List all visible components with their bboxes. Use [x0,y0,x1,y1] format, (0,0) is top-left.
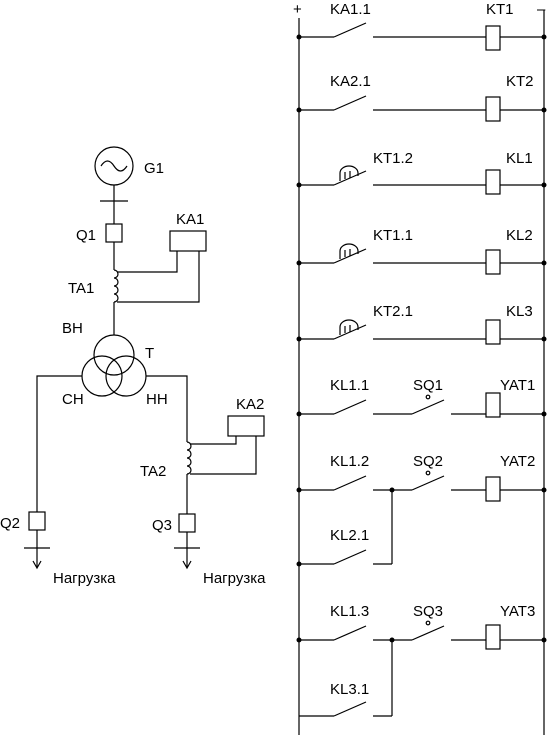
load-mv-label: Нагрузка [53,570,116,587]
contact-kl1-2-label: KL1.2 [330,453,369,470]
coil-kl3-label: KL3 [506,303,533,320]
transformer-label: T [145,345,154,362]
coil-kl1-label: KL1 [506,150,533,167]
control-row-4: KT1.1 KL2 [299,227,544,275]
relay-ka2-label: KA2 [236,396,264,413]
ac-sine-icon [100,160,128,172]
limit-switch-sq2 [411,475,445,491]
control-row-1: KA1.1 KT1 [299,1,544,51]
coil-kt1-label: KT1 [486,1,514,18]
coil-kt2-label: KT2 [506,73,534,90]
contact-kl3-1 [333,701,367,717]
limit-switch-actuator-icon [425,470,431,476]
load-lv-label: Нагрузка [203,570,266,587]
contact-ka2-1-label: KA2.1 [330,73,371,90]
positive-bus-label: + [293,1,302,18]
coil-kl3 [485,319,501,345]
control-row-5: KT2.1 KL3 [299,303,544,345]
limit-switch-sq1 [411,399,445,415]
relay-ka1 [169,230,207,252]
breaker-q2-label: Q2 [0,515,20,532]
ct-ta2-label: TA2 [140,463,166,480]
control-row-2: KA2.1 KT2 [299,73,544,122]
coil-yat1 [485,392,501,418]
limit-switch-actuator-icon [425,394,431,400]
contact-kl3-1-label: KL3.1 [330,681,369,698]
relay-ka2 [227,415,265,437]
transformer-winding-mv [81,355,123,397]
current-transformer-ta2 [186,441,192,475]
time-delay-icon [339,165,359,181]
contact-kt2-1-label: KT2.1 [373,303,413,320]
breaker-q1-label: Q1 [76,227,96,244]
contact-ka1-1 [333,22,367,38]
coil-yat3 [485,624,501,650]
coil-kl2 [485,249,501,275]
control-row-8: KL1.3 SQ3 YAT3 KL3.1 [299,603,544,717]
coil-yat3-label: YAT3 [500,603,535,620]
contact-kl1-1-label: KL1.1 [330,377,369,394]
contact-kl2-1 [333,549,367,565]
mv-feeder-line [36,375,82,512]
coil-yat2 [485,476,501,502]
transformer-winding-lv [105,355,147,397]
ct-ta1-label: TA1 [68,280,94,297]
winding-hv-label: ВН [62,320,83,337]
control-circuit: + – KA1.1 KT1 [293,1,547,735]
negative-bus-label: – [537,1,546,18]
relay-ka2-wiring [190,436,257,475]
coil-yat1-label: YAT1 [500,377,535,394]
contact-kt1-1-label: KT1.1 [373,227,413,244]
coil-kl1 [485,169,501,195]
limit-switch-sq1-label: SQ1 [413,377,443,394]
breaker-q3-label: Q3 [152,517,172,534]
contact-kl1-3 [333,625,367,641]
control-row-3: KT1.2 KL1 [299,150,544,195]
coil-kt1 [485,25,501,51]
breaker-q1 [105,223,123,243]
winding-lv-label: НН [146,391,168,408]
time-delay-icon [339,243,359,259]
coil-kt2 [485,96,501,122]
control-row-7: KL1.2 SQ2 YAT2 KL2.1 [299,453,544,565]
single-line-diagram: G1 Q1 TA1 KA1 ВН T СН НН Q2 Нагрузка [0,146,266,587]
generator-label: G1 [144,160,164,177]
contact-ka2-1 [333,95,367,111]
contact-kl2-1-label: KL2.1 [330,527,369,544]
contact-kl1-1 [333,399,367,415]
current-transformer-ta1 [113,269,119,303]
load-arrow-mv-icon [32,560,42,570]
contact-kl1-2 [333,475,367,491]
coil-yat2-label: YAT2 [500,453,535,470]
coil-kl2-label: KL2 [506,227,533,244]
control-row-6: KL1.1 SQ1 YAT1 [299,377,544,418]
limit-switch-sq2-label: SQ2 [413,453,443,470]
time-delay-icon [339,319,359,335]
contact-kl1-3-label: KL1.3 [330,603,369,620]
relay-ka1-label: KA1 [176,211,204,228]
contact-kt1-2-label: KT1.2 [373,150,413,167]
limit-switch-sq3-label: SQ3 [413,603,443,620]
breaker-q2 [28,511,46,531]
winding-mv-label: СН [62,391,84,408]
contact-ka1-1-label: KA1.1 [330,1,371,18]
breaker-q3 [178,513,196,533]
limit-switch-sq3 [411,625,445,641]
lv-feeder-line [146,375,188,442]
transformer-winding-hv [93,334,135,376]
relay-ka1-wiring [117,251,200,303]
limit-switch-actuator-icon [425,620,431,626]
load-arrow-lv-icon [182,560,192,570]
